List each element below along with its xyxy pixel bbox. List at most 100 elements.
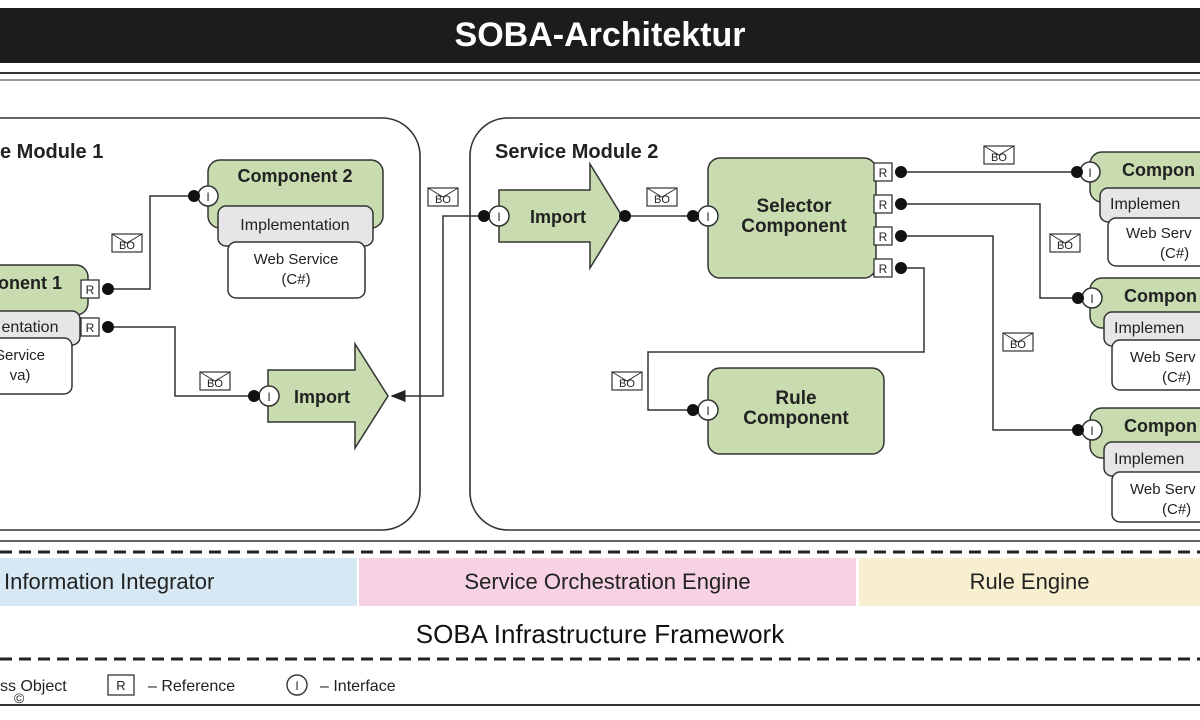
svg-text:Compon: Compon [1124, 416, 1197, 436]
infrastructure-framework-label: SOBA Infrastructure Framework [415, 619, 785, 649]
service-orchestration-engine-label: Service Orchestration Engine [464, 569, 751, 594]
svg-text:I: I [497, 210, 500, 224]
svg-text:I: I [267, 390, 270, 404]
svg-text:(C#): (C#) [1160, 245, 1189, 262]
component-1-reference-letter-2: R [86, 321, 95, 335]
import-1-interface-dot [248, 390, 260, 402]
service-module-2-box [469, 117, 1200, 531]
business-object-marker-5: BO [983, 145, 1015, 165]
selector-reference-2: R [873, 194, 907, 214]
selector-reference-1: R [873, 162, 907, 182]
right-component-c: Compon Implemen Web Serv (C#) I [1072, 407, 1200, 523]
svg-text:I: I [706, 404, 709, 418]
rule-interface-dot [687, 404, 699, 416]
right-component-b: Compon Implemen Web Serv (C#) I [1072, 277, 1200, 391]
information-integrator-label: Information Integrator [4, 569, 215, 594]
legend-interface-marker [286, 674, 308, 696]
component-2-interface-letter: I [206, 190, 209, 204]
svg-text:BO: BO [119, 240, 135, 252]
svg-text:BO: BO [207, 378, 223, 390]
connector-selector-to-right-b [907, 203, 1074, 299]
legend-reference-marker [107, 674, 135, 696]
import-2-interface-dot [478, 210, 490, 222]
diagram-title: SOBA-Architektur [454, 16, 746, 54]
svg-text:Compon: Compon [1124, 286, 1197, 306]
service-module-1-box [0, 117, 421, 531]
rule-component-label-1: Rule [775, 388, 816, 409]
business-object-marker-4: BO [646, 187, 678, 207]
service-orchestration-engine-band: Service Orchestration Engine [359, 558, 856, 606]
svg-text:I: I [1088, 166, 1091, 180]
svg-text:R: R [879, 198, 888, 212]
svg-text:Compon: Compon [1122, 160, 1195, 180]
svg-text:Web Serv: Web Serv [1130, 349, 1196, 366]
connector-selector-to-right-c [907, 235, 1074, 431]
svg-text:Web Serv: Web Serv [1130, 481, 1196, 498]
component-1-reference-marker-1 [80, 279, 100, 299]
component-2-webservice: Web Service [254, 251, 339, 268]
selector-reference-3: R [873, 226, 907, 246]
svg-text:I: I [706, 210, 709, 224]
component-2-webservice-box [227, 241, 366, 299]
component-2: Component 2 Implementation Web Service (… [207, 159, 384, 299]
svg-text:BO: BO [1057, 240, 1073, 252]
import-2-arrow [498, 161, 623, 271]
svg-text:Implemen: Implemen [1114, 320, 1184, 337]
rule-component-label-2: Component [743, 408, 849, 429]
legend-interface-text: – Interface [320, 678, 396, 695]
selector-reference-4: R [873, 258, 907, 278]
component-1-webservice-box [0, 337, 73, 395]
selector-component-label-2: Component [741, 216, 847, 237]
svg-text:Web Serv: Web Serv [1126, 225, 1192, 242]
connector-c1-to-c2 [114, 195, 188, 290]
svg-text:BO: BO [1010, 339, 1026, 351]
business-object-marker-7: BO [1002, 332, 1034, 352]
service-module-1-label: e Module 1 [0, 141, 103, 163]
svg-text:R: R [116, 678, 125, 693]
connector-c1-to-import1 [114, 326, 254, 397]
svg-text:Implemen: Implemen [1114, 451, 1184, 468]
component-2-interface-dot [188, 190, 200, 202]
svg-text:BO: BO [991, 152, 1007, 164]
svg-text:(C#): (C#) [1162, 369, 1191, 386]
copyright-mark: © [14, 690, 25, 706]
component-1-reference-letter-1: R [86, 283, 95, 297]
legend-business-object-text: ss Object [0, 678, 67, 695]
component-1-name: onent 1 [0, 273, 62, 293]
component-2-implementation: Implementation [240, 217, 349, 234]
component-1-webservice: Service [0, 347, 45, 364]
import-1-label: Import [294, 387, 350, 407]
selector-interface-dot [687, 210, 699, 222]
connector-import2-to-import1 [390, 215, 482, 402]
component-2-language: (C#) [281, 271, 310, 288]
business-object-marker-6: BO [1049, 233, 1081, 253]
business-object-marker-8: BO [611, 371, 643, 391]
component-1-reference-marker-2 [80, 317, 100, 337]
business-object-marker-3: BO [427, 187, 459, 207]
import-2-reference-dot [619, 210, 631, 222]
svg-text:(C#): (C#) [1162, 501, 1191, 518]
svg-text:BO: BO [435, 194, 451, 206]
business-object-marker-2: BO [199, 371, 231, 391]
connector-selector-to-rule [647, 267, 925, 411]
svg-text:I: I [1090, 424, 1093, 438]
svg-text:Implemen: Implemen [1110, 196, 1180, 213]
component-2-name: Component 2 [238, 166, 353, 186]
information-integrator-band: Information Integrator [0, 558, 357, 606]
selector-component-label-1: Selector [757, 196, 833, 217]
svg-text:I: I [1090, 292, 1093, 306]
component-1-implementation: entation [2, 319, 59, 336]
component-1: onent 1 entation Service va) [0, 264, 89, 395]
import-2-label: Import [530, 207, 586, 227]
component-1-language: va) [10, 367, 31, 384]
legend-reference-text: – Reference [148, 678, 235, 695]
title-bar [0, 8, 1200, 63]
service-module-2-label: Service Module 2 [495, 141, 658, 163]
import-1-arrow [267, 341, 389, 451]
component-1-reference-dot-2 [102, 321, 114, 333]
right-component-a: Compon Implemen Web Serv (C#) I [1071, 151, 1200, 267]
svg-text:I: I [295, 679, 298, 693]
rule-engine-label: Rule Engine [969, 569, 1090, 594]
svg-text:BO: BO [619, 378, 635, 390]
